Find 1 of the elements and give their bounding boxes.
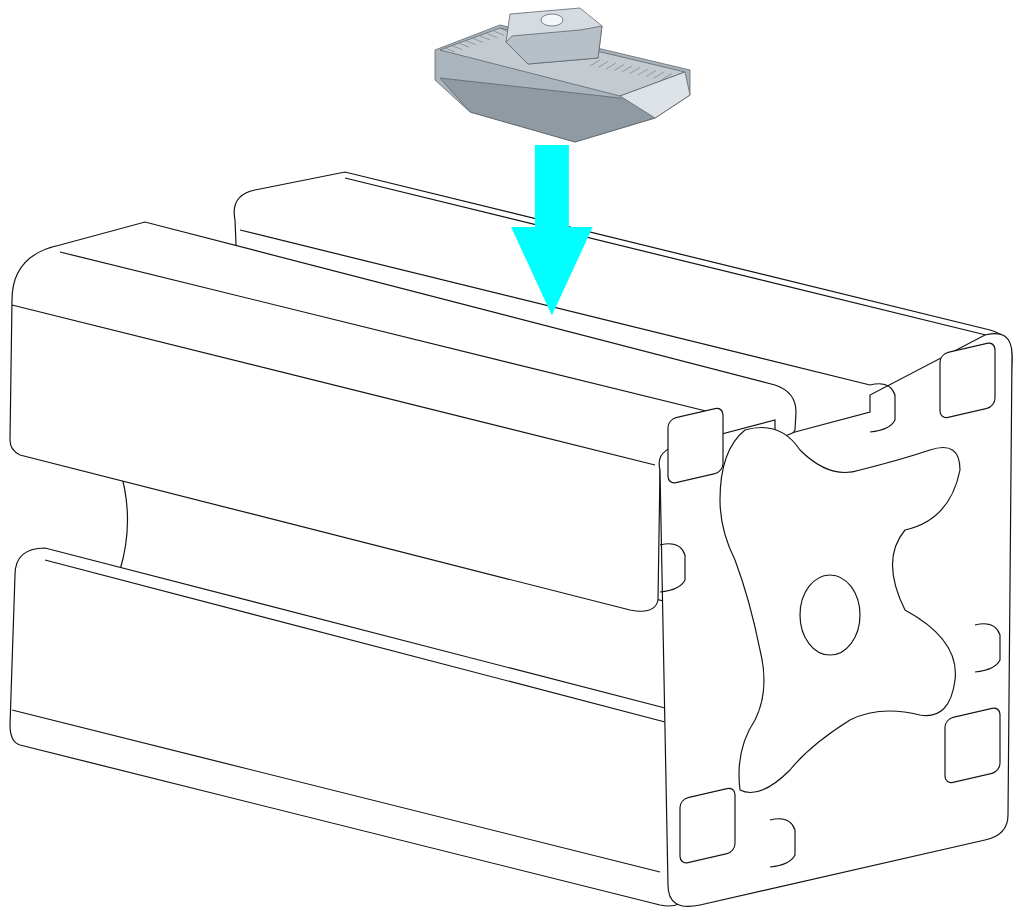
arrow [511,145,593,316]
